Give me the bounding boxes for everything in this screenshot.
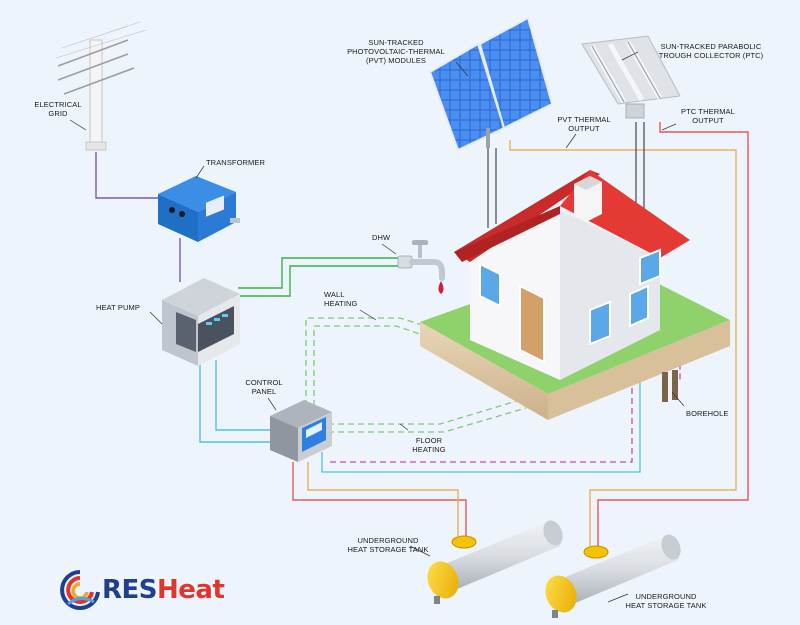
grid-to-transformer-line xyxy=(95,152,162,199)
logo-prefix: RES xyxy=(102,575,158,605)
control-panel-label: CONTROL PANEL xyxy=(240,378,288,396)
pvt-thermal-output-label-line-1: PVT THERMAL xyxy=(557,115,611,124)
water-drop-icon xyxy=(438,281,444,294)
label-leaders xyxy=(69,51,685,603)
transformer-icon xyxy=(158,176,240,242)
heat-storage-tank-left-icon xyxy=(427,520,563,604)
resheat-logo-swirl-icon xyxy=(60,570,100,610)
electrical-grid-label: ELECTRICAL GRID xyxy=(28,100,88,118)
logo-accent: Heat xyxy=(157,575,225,605)
tank-right-label-line-2: HEAT STORAGE TANK xyxy=(625,601,707,610)
resheat-logo: RESHeat xyxy=(60,568,240,614)
ptc-label-line-1: SUN-TRACKED PARABOLIC xyxy=(660,42,762,51)
ptc-label: SUN-TRACKED PARABOLIC TROUGH COLLECTOR (… xyxy=(652,42,770,60)
control-panel-label-line-2: PANEL xyxy=(251,387,277,396)
borehole-cyan-line xyxy=(321,368,641,473)
pvt-modules-label: SUN-TRACKED PHOTOVOLTAIC-THERMAL (PVT) M… xyxy=(330,38,462,65)
dhw-lines xyxy=(238,257,398,297)
electrical-pole-icon xyxy=(55,21,147,151)
ptc-label-line-2: TROUGH COLLECTOR (PTC) xyxy=(658,51,764,60)
control-panel-icon xyxy=(270,400,332,462)
borehole-icon xyxy=(662,370,678,402)
resheat-logo-text: RESHeat xyxy=(102,575,225,605)
tank-right-label-line-1: UNDERGROUND xyxy=(635,592,697,601)
tank-left-label-line-1: UNDERGROUND xyxy=(357,536,419,545)
transformer-label: TRANSFORMER xyxy=(206,158,266,167)
ptc-thermal-output-label: PTC THERMAL OUTPUT xyxy=(676,107,740,125)
floor-heating-label-line-2: HEATING xyxy=(412,445,446,454)
pvt-supply-lines xyxy=(487,148,497,228)
pvt-modules-icon xyxy=(428,16,554,152)
floor-heating-label-line-1: FLOOR xyxy=(415,436,443,445)
borehole-label: BOREHOLE xyxy=(686,409,729,418)
pvt-modules-label-line-3: (PVT) MODULES xyxy=(365,56,427,65)
pvt-thermal-output-label-line-2: OUTPUT xyxy=(568,124,600,133)
pvt-thermal-output-label: PVT THERMAL OUTPUT xyxy=(552,115,616,133)
tank-left-label: UNDERGROUND HEAT STORAGE TANK xyxy=(346,536,430,554)
heat-pump-icon xyxy=(162,278,240,366)
ptc-output-line xyxy=(292,122,749,546)
ptc-thermal-output-label-line-2: OUTPUT xyxy=(692,116,724,125)
house-icon xyxy=(420,170,730,420)
ptc-collector-icon xyxy=(581,35,681,119)
control-panel-label-line-1: CONTROL xyxy=(245,378,283,387)
heat-pump-label: HEAT PUMP xyxy=(96,303,140,312)
heatpump-to-control-lines xyxy=(199,360,272,443)
tank-left-label-line-2: HEAT STORAGE TANK xyxy=(347,545,429,554)
wall-heating-lines xyxy=(305,317,471,406)
floor-heating-label: FLOOR HEATING xyxy=(404,436,454,454)
pvt-modules-label-line-2: PHOTOVOLTAIC-THERMAL xyxy=(347,47,445,56)
electrical-grid-label-line-1: ELECTRICAL xyxy=(34,100,82,109)
tank-right-label: UNDERGROUND HEAT STORAGE TANK xyxy=(624,592,708,610)
pvt-output-line xyxy=(307,140,737,546)
wall-heating-label-line-1: WALL xyxy=(324,290,345,299)
electrical-grid-label-line-2: GRID xyxy=(48,109,68,118)
dhw-label: DHW xyxy=(372,233,391,242)
tap-icon xyxy=(397,240,445,281)
wall-heating-label-line-2: HEATING xyxy=(324,299,358,308)
ptc-thermal-output-label-line-1: PTC THERMAL xyxy=(681,107,735,116)
heat-storage-tank-right-icon xyxy=(545,534,681,618)
pvt-modules-label-line-1: SUN-TRACKED xyxy=(368,38,424,47)
floor-heating-lines xyxy=(328,399,527,433)
wall-heating-label: WALL HEATING xyxy=(324,290,357,308)
